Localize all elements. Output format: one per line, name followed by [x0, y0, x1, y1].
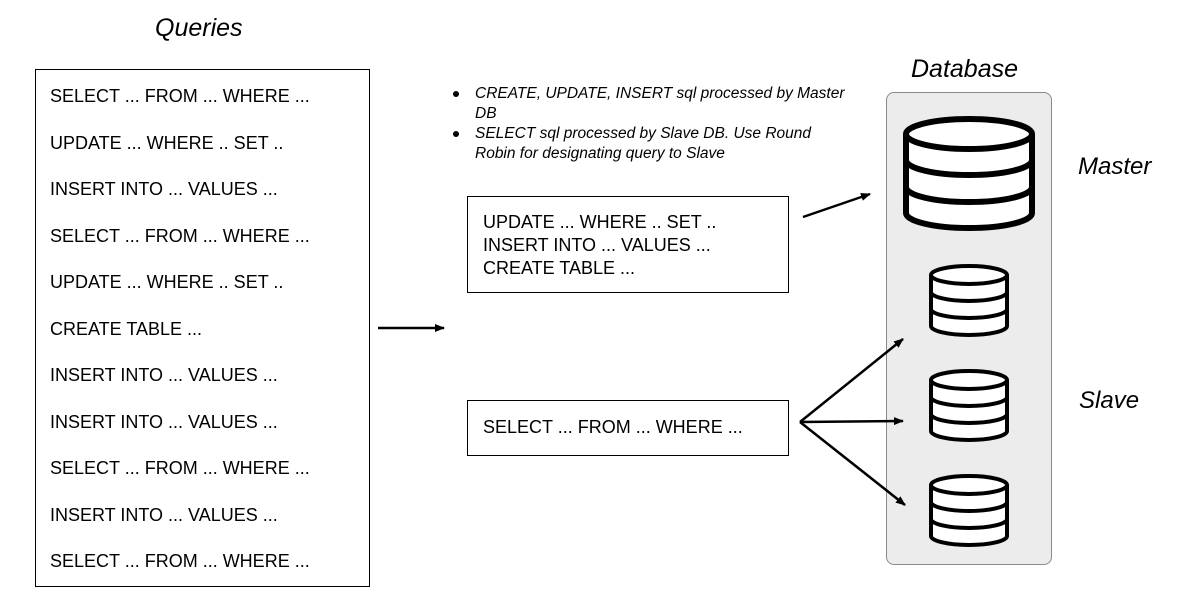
master-query-box: UPDATE ... WHERE .. SET .. INSERT INTO .…	[467, 196, 789, 293]
query-item: UPDATE ... WHERE .. SET ..	[50, 272, 284, 292]
query-item: INSERT INTO ... VALUES ...	[50, 179, 278, 199]
master-query-item: INSERT INTO ... VALUES ...	[483, 235, 711, 255]
queries-list: SELECT ... FROM ... WHERE ... UPDATE ...…	[35, 69, 370, 587]
query-item: SELECT ... FROM ... WHERE ...	[50, 551, 310, 571]
query-item: UPDATE ... WHERE .. SET ..	[50, 133, 284, 153]
slave-database-icon	[929, 369, 1009, 442]
master-label: Master	[1078, 153, 1152, 180]
routing-notes: CREATE, UPDATE, INSERT sql processed by …	[448, 84, 848, 164]
queries-title: Queries	[155, 14, 243, 42]
slave-database-icon	[929, 264, 1009, 337]
arrow-to-slave-1	[799, 338, 904, 423]
note-slave-routing: SELECT sql processed by Slave DB. Use Ro…	[448, 124, 848, 164]
master-query-item: UPDATE ... WHERE .. SET ..	[483, 212, 717, 232]
query-item: SELECT ... FROM ... WHERE ...	[50, 226, 310, 246]
arrow-to-master	[802, 192, 871, 219]
arrow-to-slave-2	[799, 417, 904, 426]
arrow-to-slave-3	[799, 421, 906, 506]
master-query-item: CREATE TABLE ...	[483, 258, 636, 278]
slave-database-icon	[929, 474, 1009, 547]
query-item: SELECT ... FROM ... WHERE ...	[50, 86, 310, 106]
slave-query-item: SELECT ... FROM ... WHERE ...	[483, 417, 743, 437]
master-database-icon	[903, 116, 1035, 231]
query-item: INSERT INTO ... VALUES ...	[50, 505, 278, 525]
database-title: Database	[911, 55, 1019, 83]
query-item: INSERT INTO ... VALUES ...	[50, 412, 278, 432]
slave-label: Slave	[1079, 387, 1140, 414]
query-item: INSERT INTO ... VALUES ...	[50, 365, 278, 385]
note-master-routing: CREATE, UPDATE, INSERT sql processed by …	[448, 84, 848, 124]
slave-query-box: SELECT ... FROM ... WHERE ...	[467, 400, 789, 456]
query-item: CREATE TABLE ...	[50, 319, 203, 339]
query-item: SELECT ... FROM ... WHERE ...	[50, 458, 310, 478]
